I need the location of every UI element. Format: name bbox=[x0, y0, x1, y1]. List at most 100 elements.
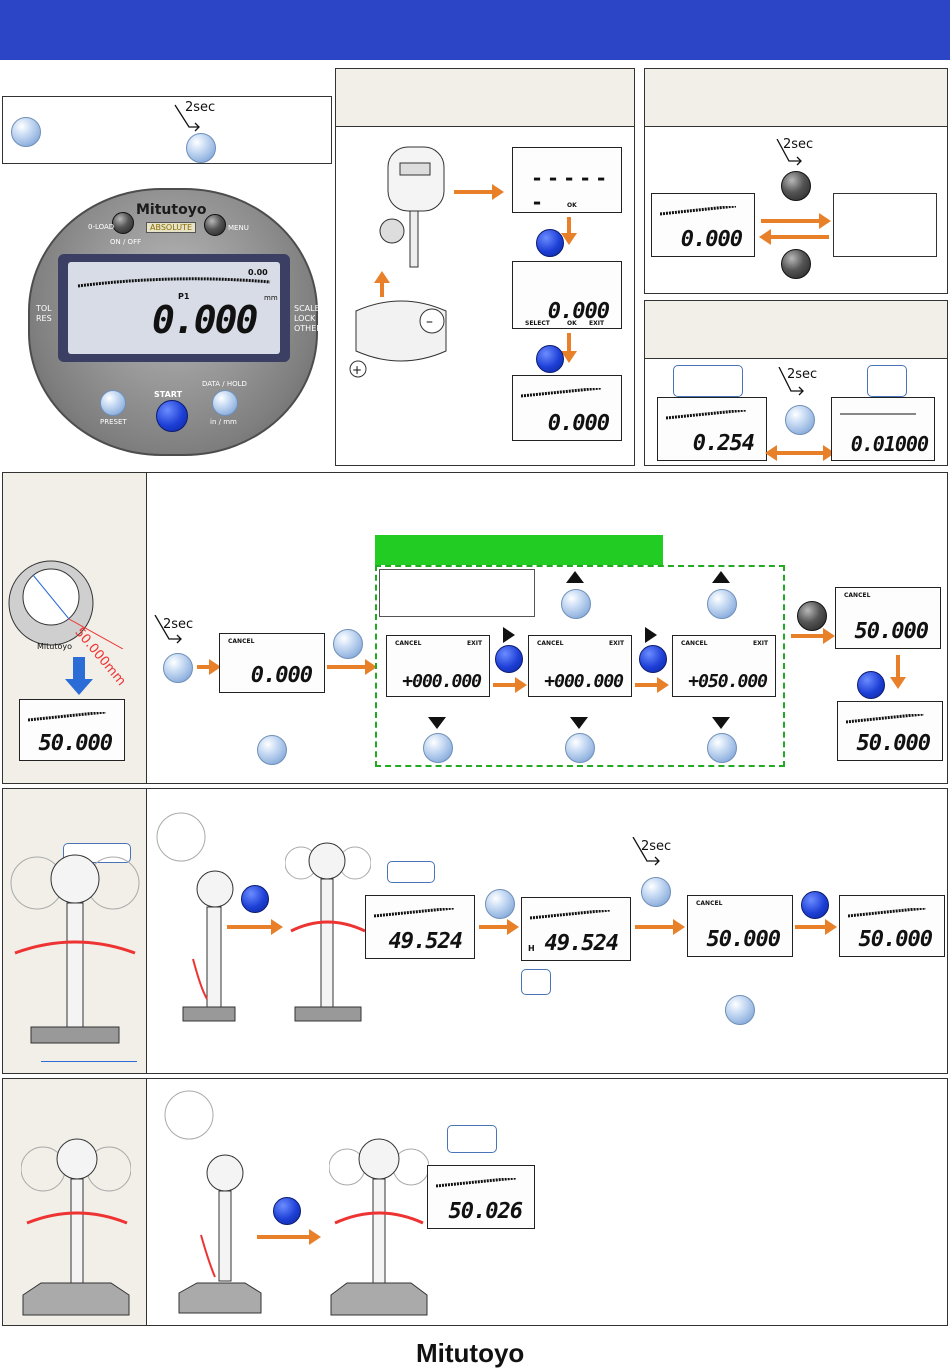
bore-gauge-tilt-icon bbox=[156, 812, 236, 1022]
right-arrow-icon bbox=[227, 925, 273, 929]
press-button-icon bbox=[857, 671, 885, 699]
down-arrow-icon bbox=[712, 717, 730, 729]
lcd-cancel-label: CANCEL bbox=[537, 640, 564, 647]
lcd-bargraph bbox=[840, 413, 916, 415]
press-button-icon bbox=[707, 733, 737, 763]
lcd-exit-label: EXIT bbox=[609, 640, 625, 647]
lcd-bargraph bbox=[846, 714, 924, 724]
menu-button-icon bbox=[781, 249, 811, 279]
battery-box-header bbox=[336, 69, 634, 127]
press-button-icon bbox=[495, 645, 523, 673]
right-arrow-icon bbox=[327, 665, 367, 669]
ring-brand-label: Mitutoyo bbox=[37, 642, 72, 651]
lcd-reading: +000.000 bbox=[402, 671, 482, 692]
note-box bbox=[379, 569, 535, 617]
lcd-cancel-label: CANCEL bbox=[681, 640, 708, 647]
bore-width-line bbox=[41, 1061, 137, 1062]
preset-label: PRESET bbox=[100, 418, 127, 426]
unit-lcd: 0.000 bbox=[651, 193, 755, 257]
data-hold-label: DATA / HOLD bbox=[202, 380, 247, 388]
hold-label: 2sec bbox=[783, 137, 814, 152]
preset-section: Mitutoyo 50.000mm 50.000 2sec CANCEL 0.0… bbox=[2, 472, 948, 784]
bore-gauge-swing-icon bbox=[21, 1138, 131, 1316]
lcd-unit: mm bbox=[264, 294, 278, 302]
lcd-bargraph bbox=[666, 410, 747, 420]
right-arrowhead-icon bbox=[673, 919, 685, 935]
down-arrow-icon bbox=[567, 217, 571, 235]
press-button-icon bbox=[561, 589, 591, 619]
two-second-hold-icon bbox=[632, 837, 660, 866]
preset-lcd-select: CANCEL 0.000 bbox=[219, 633, 325, 693]
battery-lcd-dashes: ------ OK bbox=[512, 147, 622, 213]
right-arrow-icon bbox=[197, 665, 211, 669]
lcd-reading: +050.000 bbox=[688, 671, 768, 692]
bore-gauge-tilt-icon bbox=[164, 1090, 262, 1314]
press-button-icon bbox=[565, 733, 595, 763]
left-arrowhead-icon bbox=[765, 445, 777, 461]
zero-load-button[interactable] bbox=[112, 212, 134, 234]
menu-button-icon bbox=[797, 601, 827, 631]
right-arrowhead-icon bbox=[507, 919, 519, 935]
callout-bubble bbox=[387, 861, 435, 883]
two-second-hold-icon bbox=[174, 104, 200, 132]
press-button-icon bbox=[257, 735, 287, 765]
unit-box: 2sec 0.000 bbox=[644, 68, 948, 294]
battery-cover-icon: – + bbox=[349, 300, 447, 378]
footer-logo: Mitutoyo bbox=[416, 1338, 525, 1368]
final-lcd: 50.026 bbox=[427, 1165, 535, 1229]
press-button-icon bbox=[725, 995, 755, 1025]
start-button[interactable] bbox=[156, 400, 188, 432]
final-section: 50.026 bbox=[2, 1078, 948, 1326]
right-arrowhead-icon bbox=[515, 677, 527, 693]
battery-lcd-ready: 0.000 bbox=[512, 375, 622, 441]
lcd-bargraph bbox=[77, 277, 271, 288]
down-arrowhead-icon bbox=[65, 679, 93, 695]
master-ring-icon bbox=[8, 560, 124, 649]
preset-button[interactable] bbox=[100, 390, 126, 416]
lcd-ok-label: OK bbox=[567, 202, 577, 209]
lcd-cancel-label: CANCEL bbox=[228, 638, 255, 645]
press-button-icon bbox=[241, 885, 269, 913]
press-button-icon bbox=[639, 645, 667, 673]
lcd-main-reading: 0.000 bbox=[152, 298, 258, 342]
measure-lcd-a: 49.524 bbox=[365, 895, 475, 959]
menu-button[interactable] bbox=[204, 214, 226, 236]
down-arrowhead-icon bbox=[561, 233, 577, 245]
down-arrow-icon bbox=[428, 717, 446, 729]
down-arrowhead-icon bbox=[890, 677, 906, 689]
data-hold-button[interactable] bbox=[212, 390, 238, 416]
two-second-hold-icon bbox=[154, 615, 182, 644]
hold-label: 2sec bbox=[163, 617, 194, 632]
preset-lcd-step-3: CANCEL EXIT +050.000 bbox=[672, 635, 776, 697]
indicator-illustration: Mitutoyo ABSOLUTE 0-LOAD ON / OFF MENU T… bbox=[28, 188, 322, 456]
unit-box-header bbox=[645, 69, 947, 127]
lcd-reading: 0.000 bbox=[547, 299, 610, 324]
lcd-reading: 49.524 bbox=[388, 929, 463, 954]
two-second-hold-icon bbox=[776, 139, 802, 166]
callout-bubble bbox=[867, 365, 907, 397]
ring-lcd: 50.000 bbox=[19, 699, 125, 761]
resolution-lcd-b: 0.01000 bbox=[831, 397, 935, 461]
green-bar bbox=[375, 535, 663, 565]
measure-lcd-b: H 49.524 bbox=[521, 897, 631, 961]
right-arrowhead-icon bbox=[823, 628, 835, 644]
bore-gauge-swing-icon bbox=[329, 1138, 429, 1316]
hold-button-icon bbox=[186, 133, 216, 163]
right-arrow-icon bbox=[795, 925, 827, 929]
lcd-left-label-res: RES bbox=[36, 314, 52, 323]
lcd-cancel-label: CANCEL bbox=[696, 900, 723, 907]
button-legend-box: 2sec bbox=[2, 96, 332, 164]
lcd-reading: 0.000 bbox=[250, 663, 313, 688]
double-arrow-icon bbox=[773, 451, 825, 455]
lcd-hold-letter: H bbox=[528, 944, 535, 953]
lcd-right-label-scale: SCALE bbox=[294, 304, 320, 313]
down-arrow-icon bbox=[570, 717, 588, 729]
lcd-reading: +000.000 bbox=[544, 671, 624, 692]
lcd-reading: 49.524 bbox=[544, 931, 619, 956]
lcd-reading: 50.000 bbox=[854, 619, 929, 644]
up-arrow-icon bbox=[566, 571, 584, 583]
menu-button-icon bbox=[781, 171, 811, 201]
battery-box: – + ------ OK 0.000 SELECT OK EXIT 0.000 bbox=[335, 68, 635, 466]
right-arrow-icon bbox=[645, 627, 657, 643]
lcd-exit-label: EXIT bbox=[467, 640, 483, 647]
